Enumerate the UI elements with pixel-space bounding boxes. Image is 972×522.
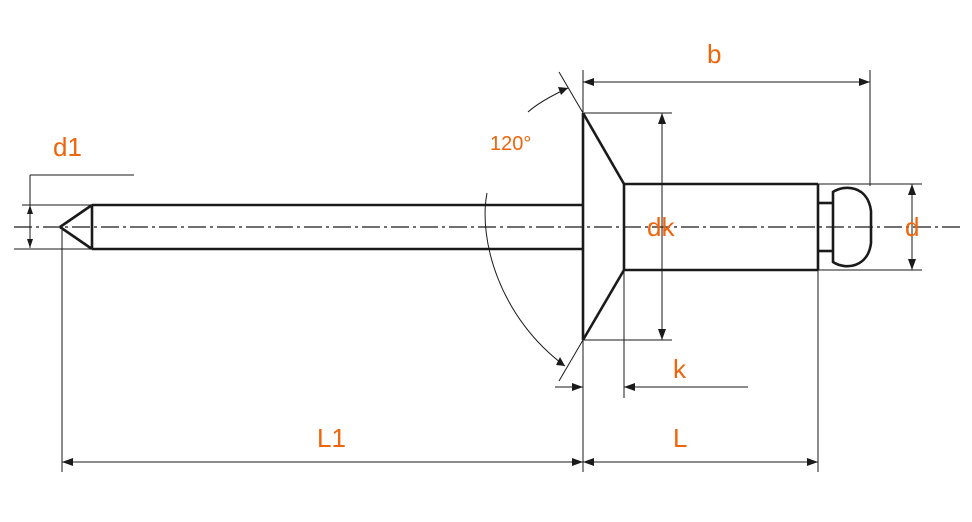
- dk-dimension: [583, 112, 672, 341]
- label-b: b: [707, 39, 721, 69]
- b-dimension: [582, 70, 871, 186]
- label-angle: 120°: [490, 133, 531, 155]
- label-dk: dk: [647, 212, 675, 242]
- label-k: k: [673, 354, 687, 384]
- countersunk-head: [581, 112, 626, 341]
- angle-dimension: [484, 71, 584, 382]
- rivet-body: [622, 182, 820, 272]
- d-dimension: [818, 183, 922, 271]
- d1-dimension: [14, 174, 134, 250]
- mandrel: [59, 203, 583, 251]
- label-d1: d1: [53, 132, 82, 162]
- label-d: d: [905, 212, 919, 242]
- L1-dimension: [61, 230, 584, 472]
- L-dimension: [583, 270, 819, 472]
- label-L: L: [673, 423, 687, 453]
- label-L1: L1: [317, 423, 346, 453]
- mandrel-ball-head: [818, 186, 873, 268]
